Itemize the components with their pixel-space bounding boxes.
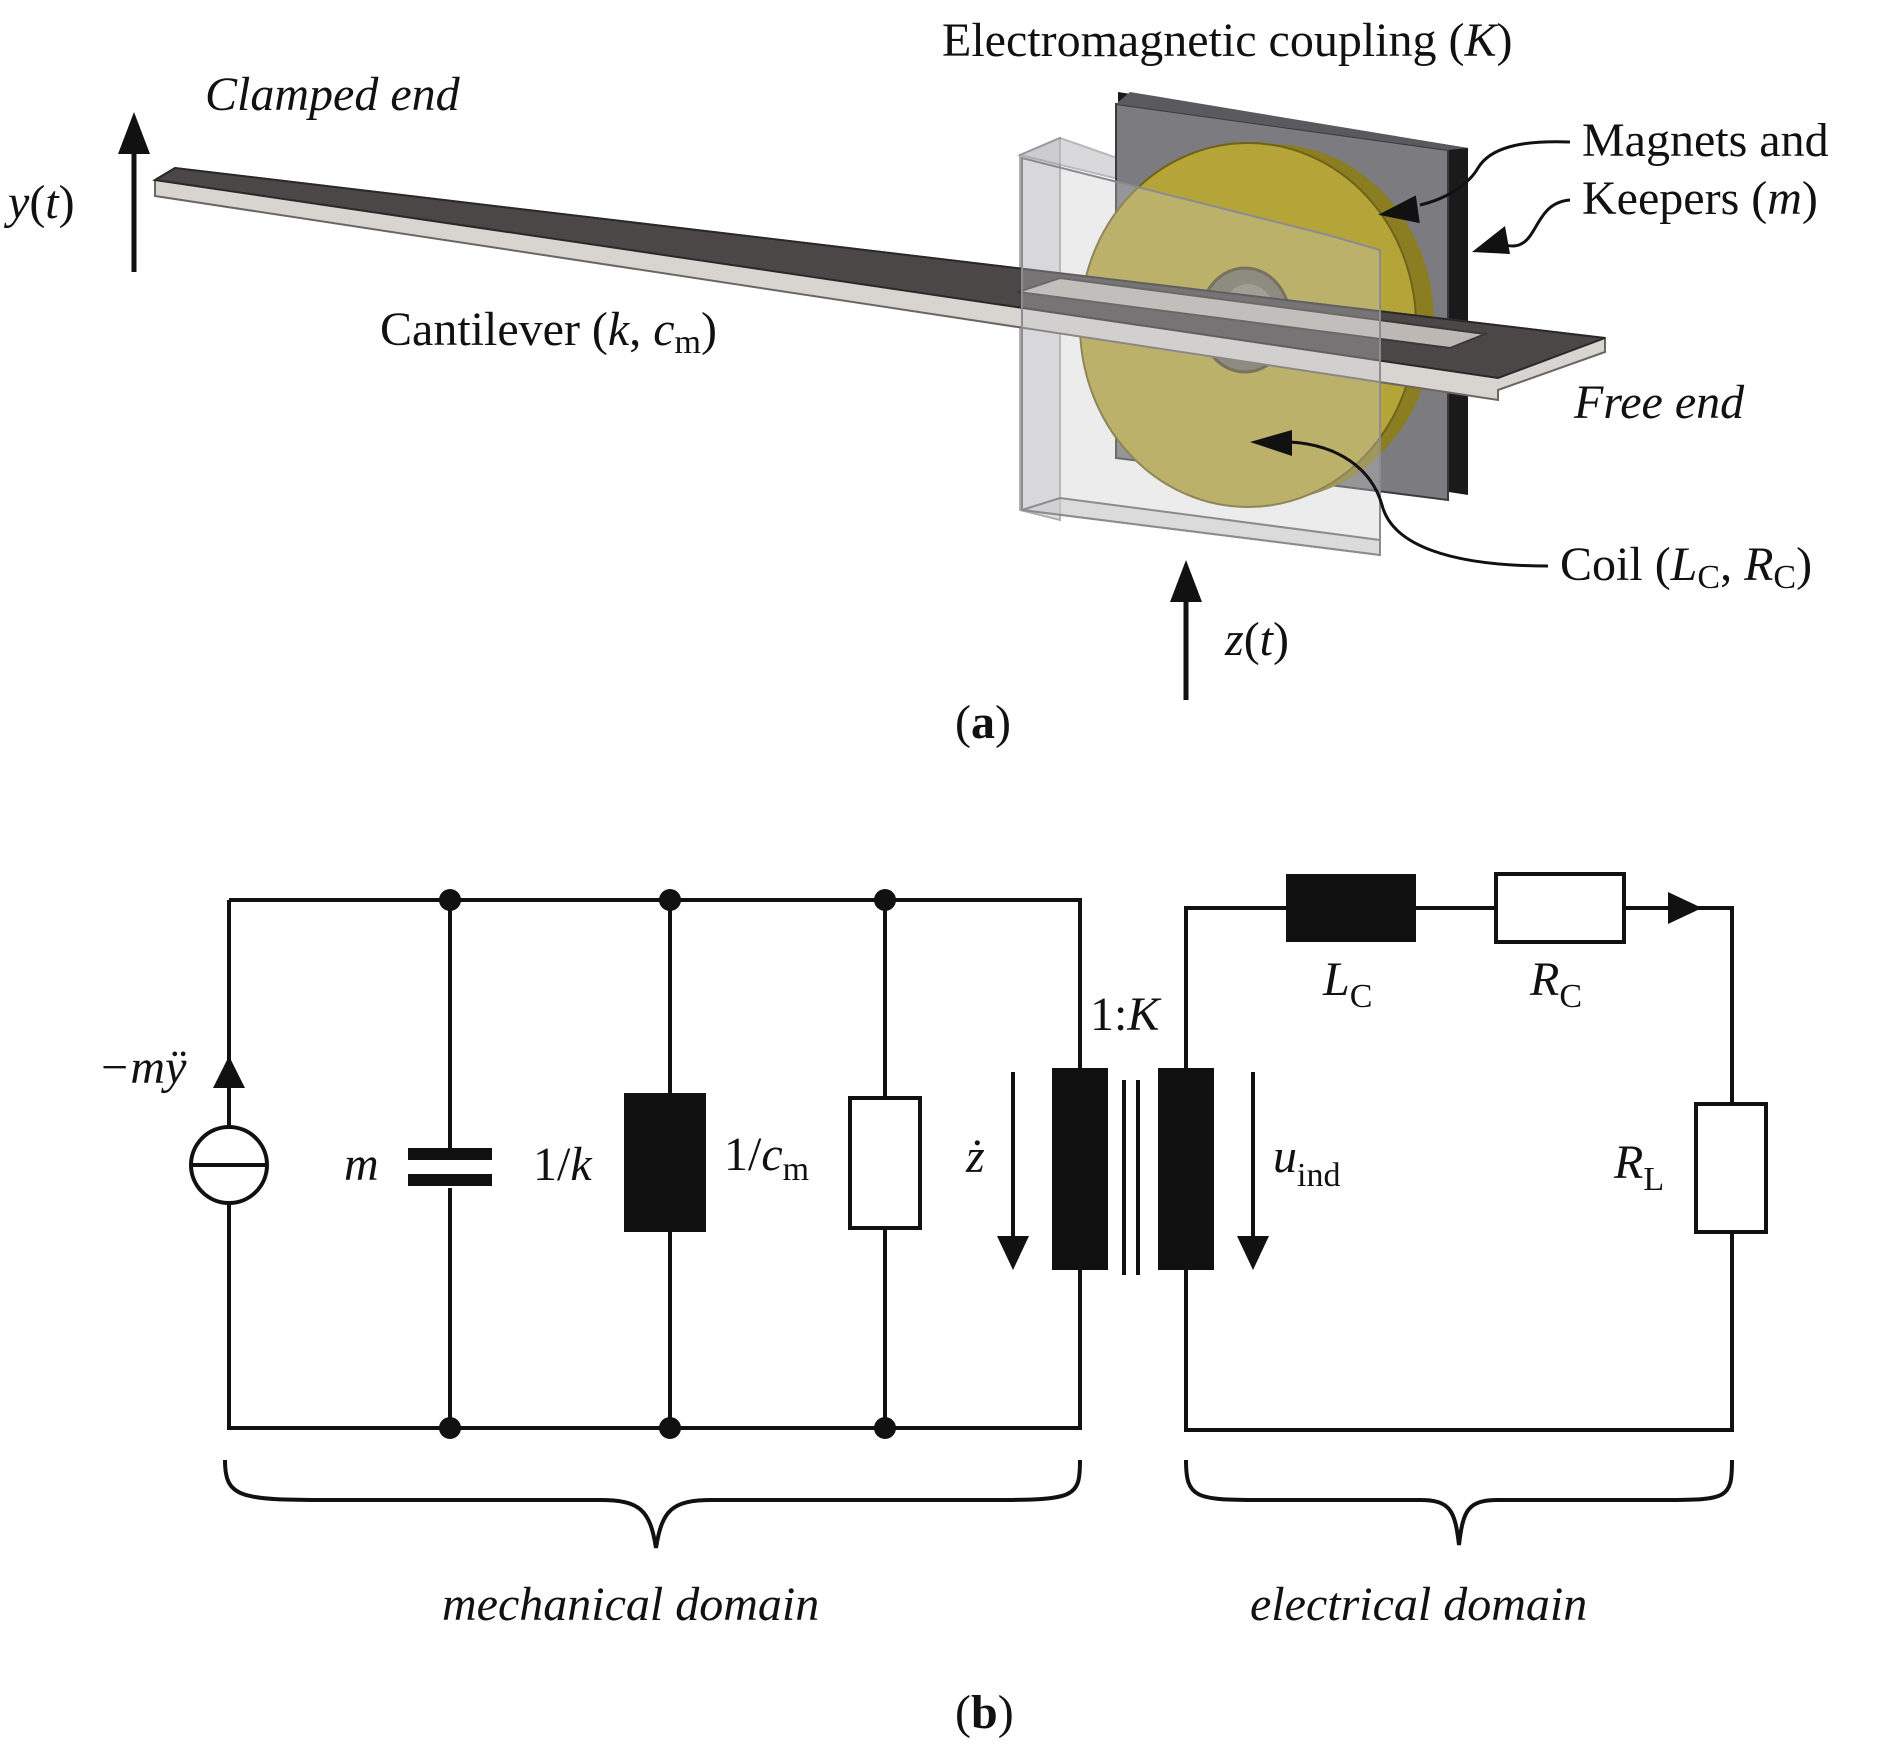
element-1-over-k xyxy=(624,1093,706,1232)
junction-dots xyxy=(439,889,896,1439)
electrical-domain-label: electrical domain xyxy=(1250,1578,1587,1631)
transformer xyxy=(1052,1068,1214,1275)
coil-label: Coil (LC, RC) xyxy=(1560,538,1812,596)
y-arrow xyxy=(118,112,150,272)
resistor-rl xyxy=(1694,1102,1768,1234)
y-label: y(t) xyxy=(3,176,75,229)
cantilever-beam xyxy=(152,166,1606,402)
panel-b xyxy=(189,872,1768,1549)
electrical-brace xyxy=(1184,1459,1734,1546)
housing-bottom-edge xyxy=(1021,496,1381,557)
u-ind-label: uind xyxy=(1273,1130,1340,1194)
zdot-arrow xyxy=(997,1072,1029,1270)
zdot-label: ż xyxy=(965,1130,985,1183)
element-1-over-cm xyxy=(848,1096,922,1230)
capacitor-m xyxy=(408,1140,492,1186)
current-source xyxy=(189,1056,269,1205)
c-label: 1/cm xyxy=(724,1128,809,1188)
coupling-label: Electromagnetic coupling (K) xyxy=(942,14,1512,67)
clamped-end-label: Clamped end xyxy=(205,68,461,121)
coil-leader xyxy=(1250,430,1549,568)
rl-label: RL xyxy=(1613,1136,1664,1198)
magnets-leaders xyxy=(1378,140,1571,254)
mechanical-brace xyxy=(223,1459,1082,1549)
u-ind-arrow xyxy=(1237,1072,1269,1270)
ratio-label: 1:K xyxy=(1090,988,1162,1041)
magnets-label-line2: Keepers (m) xyxy=(1582,172,1818,225)
panel-b-labels: −mÿ m 1/k 1/cm 1:K ż uind LC RC RL mecha… xyxy=(98,953,1664,1739)
housing-front-face xyxy=(1021,156,1381,557)
panel-b-caption: (b) xyxy=(955,1686,1014,1739)
cantilever-label: Cantilever (k, cm) xyxy=(380,303,717,361)
k-label: 1/k xyxy=(533,1138,593,1191)
z-arrow xyxy=(1170,560,1202,700)
lc-label: LC xyxy=(1322,953,1372,1015)
m-label: m xyxy=(344,1138,379,1191)
magnets-label-line1: Magnets and xyxy=(1582,114,1829,167)
mechanical-wires xyxy=(227,898,1082,1430)
current-arrow xyxy=(1668,892,1702,924)
mechanical-domain-label: mechanical domain xyxy=(442,1578,819,1631)
free-end-label: Free end xyxy=(1573,376,1745,429)
rc-label: RC xyxy=(1529,953,1582,1015)
inductor-lc xyxy=(1286,874,1416,942)
source-label: −mÿ xyxy=(98,1041,187,1094)
panel-a: Electromagnetic coupling (K) y(t) Clampe… xyxy=(3,14,1829,749)
electrical-wires xyxy=(1184,906,1734,1432)
resistor-rc xyxy=(1494,872,1626,944)
panel-a-caption: (a) xyxy=(955,696,1011,749)
z-label: z(t) xyxy=(1224,613,1289,666)
